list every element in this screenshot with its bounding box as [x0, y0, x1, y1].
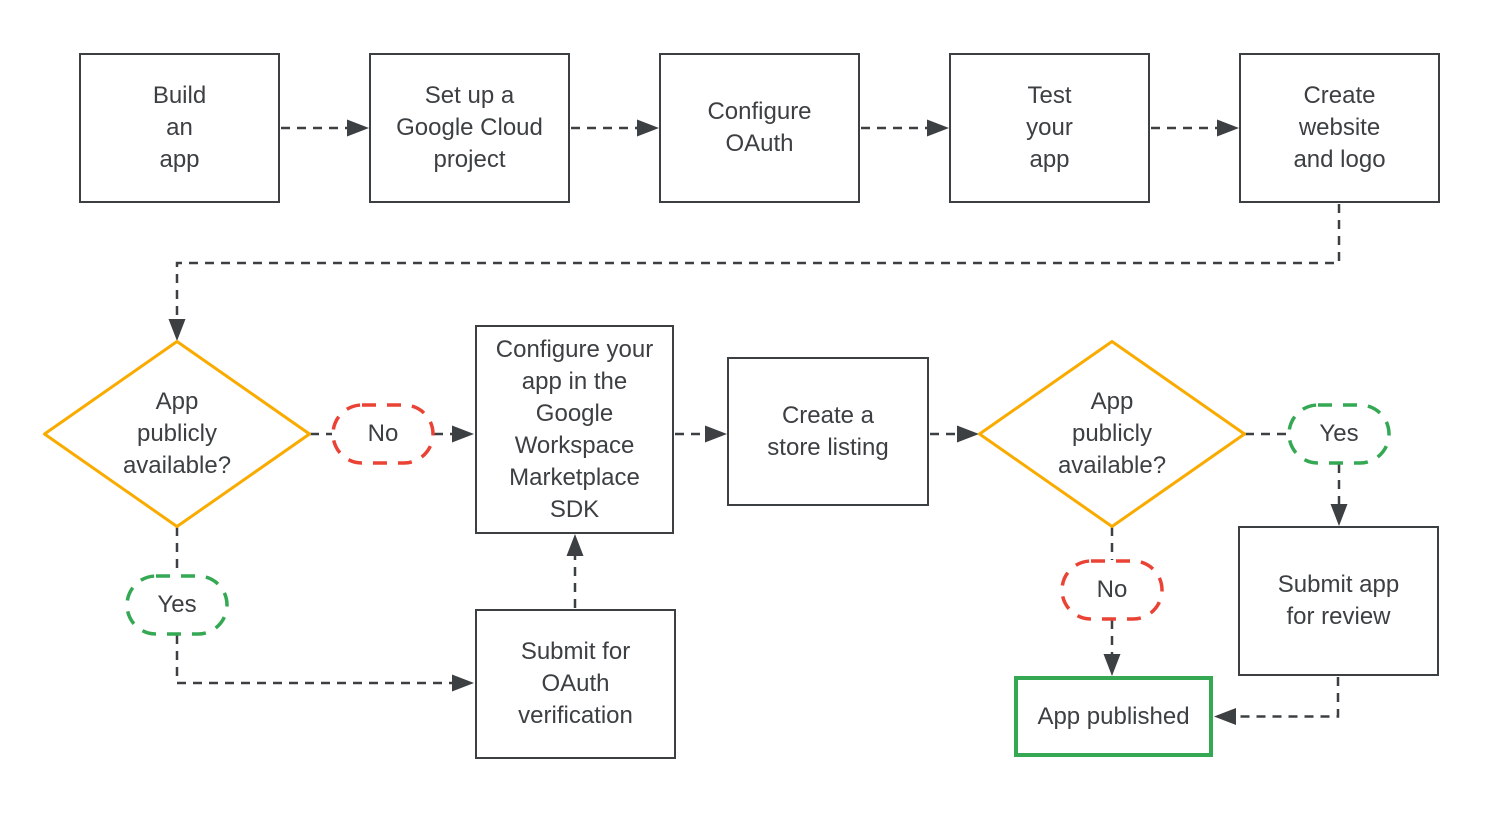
- arrowhead-yes-to-oauth-verification: [452, 674, 474, 692]
- arrowhead-yes-to-review: [1330, 504, 1348, 526]
- node-test-app-label: Test your app: [1026, 82, 1073, 173]
- arrowhead-no-to-published: [1103, 654, 1121, 676]
- node-configure-oauth: Configure OAuth: [659, 53, 860, 203]
- connector-yes-to-oauth-verification: [175, 635, 452, 685]
- yes-left-pill: [125, 574, 229, 636]
- arrowhead-no-to-sdk: [452, 425, 474, 443]
- node-store-listing: Create a store listing: [727, 357, 929, 506]
- arrowhead-oauth-verification-to-sdk: [566, 534, 584, 556]
- yes-right-pill: [1287, 403, 1391, 465]
- node-build-app-label: Build an app: [152, 82, 207, 173]
- no-left-pill: [331, 403, 435, 465]
- node-submit-review-label: Submit app for review: [1277, 571, 1400, 630]
- arrowhead-oauth-to-test: [927, 119, 949, 137]
- node-website-logo-label: Create website and logo: [1293, 82, 1386, 173]
- arrowhead-test-to-website: [1217, 119, 1239, 137]
- arrowhead-build-to-cloud: [347, 119, 369, 137]
- connector-review-to-published: [1236, 677, 1340, 718]
- node-submit-oauth-label: Submit for OAuth verification: [518, 638, 633, 729]
- node-website-logo: Create website and logo: [1239, 53, 1440, 203]
- node-store-listing-label: Create a store listing: [767, 401, 889, 461]
- arrowhead-sdk-to-store: [705, 425, 727, 443]
- node-cloud-project: Set up a Google Cloud project: [369, 53, 570, 203]
- node-app-published-label: App published: [1037, 702, 1190, 730]
- node-submit-oauth: Submit for OAuth verification: [475, 609, 676, 759]
- arrowhead-website-to-decision-left: [168, 319, 186, 341]
- arrowhead-store-to-decision-right: [957, 425, 979, 443]
- arrowhead-review-to-published: [1214, 708, 1236, 725]
- arrowhead-cloud-to-oauth: [637, 119, 659, 137]
- node-sdk-label: Configure your app in the Google Workspa…: [495, 335, 654, 523]
- no-right-pill: [1060, 559, 1164, 621]
- decision-left-diamond: [43, 340, 311, 528]
- node-submit-review: Submit app for review: [1238, 526, 1439, 676]
- decision-right-diamond: [978, 340, 1246, 528]
- node-configure-oauth-label: Configure OAuth: [707, 98, 812, 157]
- node-build-app: Build an app: [79, 53, 280, 203]
- node-test-app: Test your app: [949, 53, 1150, 203]
- connector-website-to-decision-left: [175, 204, 1341, 319]
- node-cloud-project-label: Set up a Google Cloud project: [396, 82, 543, 173]
- node-app-published: App published: [1014, 676, 1213, 757]
- node-sdk: Configure your app in the Google Workspa…: [475, 325, 674, 534]
